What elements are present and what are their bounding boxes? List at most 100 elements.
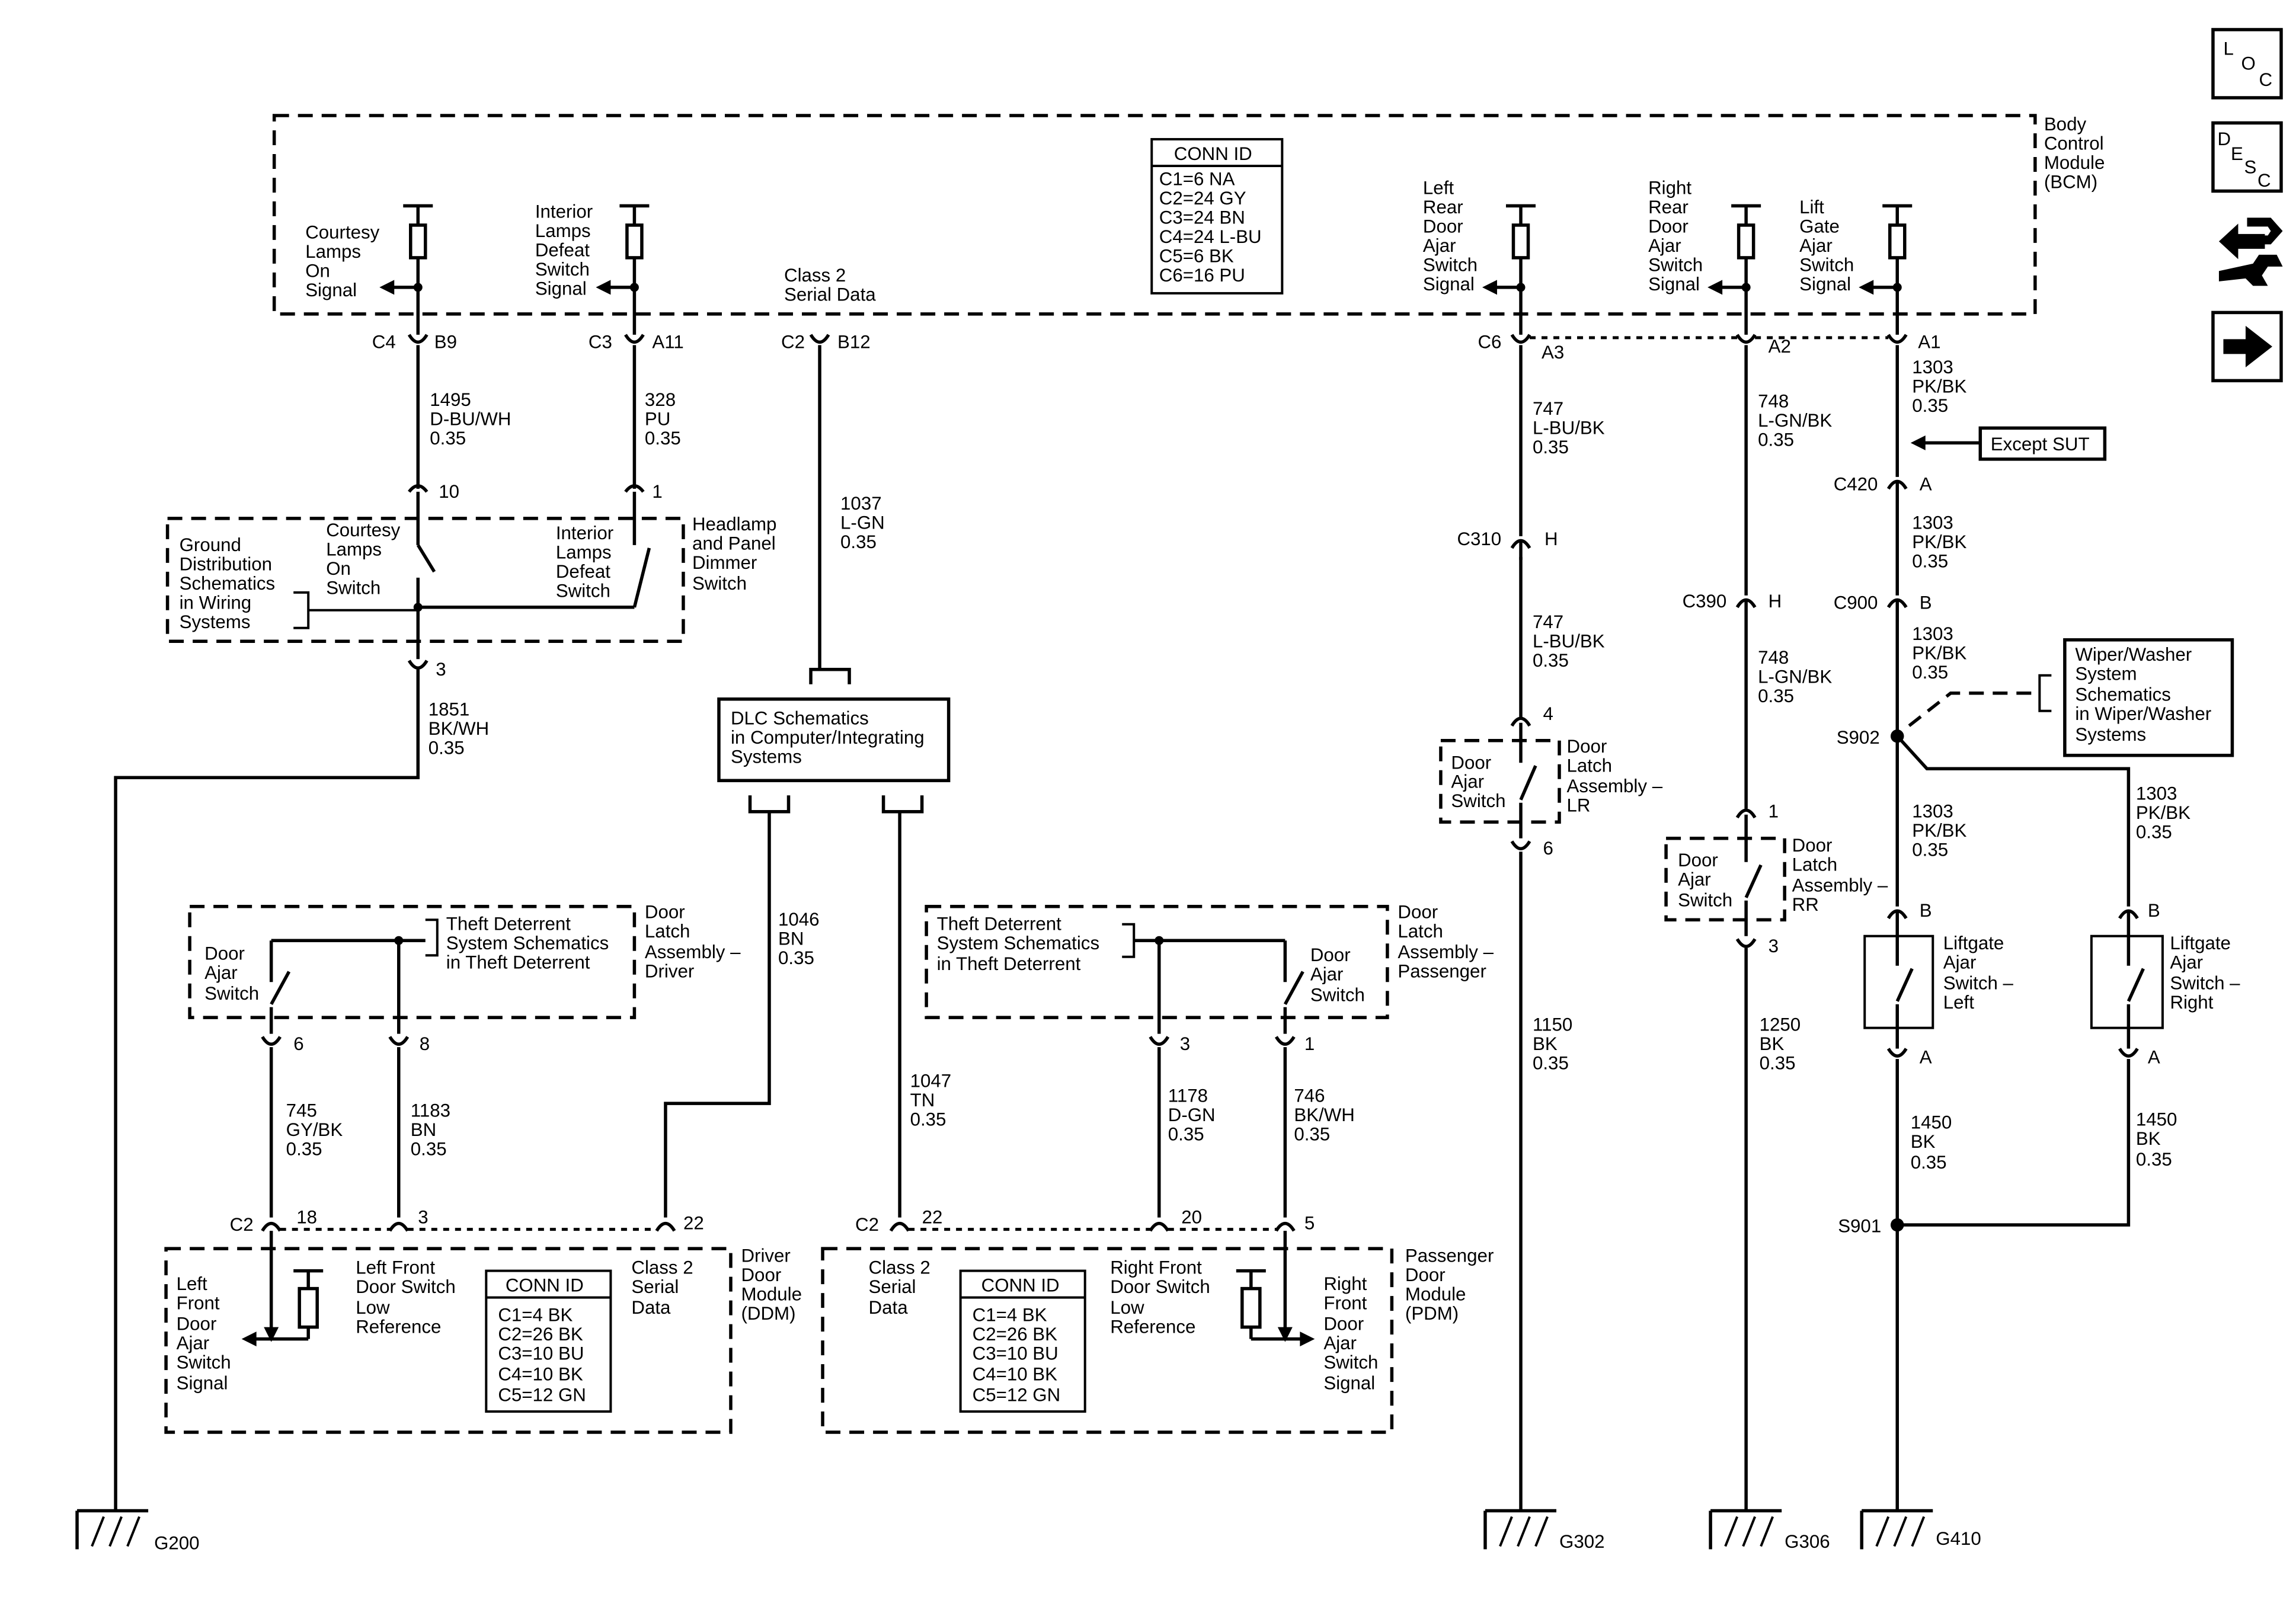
svg-text:C3=10 BU: C3=10 BU bbox=[973, 1343, 1059, 1364]
interior-defeat-signal-circuit: Interior Lamps Defeat Switch Signal bbox=[535, 201, 650, 335]
svg-text:C3=24 BN: C3=24 BN bbox=[1159, 207, 1245, 228]
description-button[interactable]: D E S C bbox=[2211, 121, 2283, 193]
wire-1495: 1495 D-BU/WH 0.35 bbox=[416, 345, 511, 489]
svg-text:Assembly –: Assembly – bbox=[1398, 942, 1494, 962]
svg-text:C390: C390 bbox=[1683, 591, 1727, 612]
svg-text:Schematics: Schematics bbox=[180, 573, 276, 594]
svg-text:Distribution: Distribution bbox=[180, 553, 272, 574]
wire-745: 745 GY/BK 0.35 bbox=[269, 1047, 343, 1218]
svg-text:G306: G306 bbox=[1785, 1531, 1830, 1552]
svg-text:1: 1 bbox=[1769, 801, 1779, 822]
svg-text:1450: 1450 bbox=[2136, 1109, 2177, 1130]
svg-text:Switch: Switch bbox=[1323, 1352, 1378, 1373]
svg-text:H: H bbox=[1544, 529, 1558, 549]
wire-1183: 1183 BN 0.35 bbox=[397, 1047, 450, 1218]
svg-text:0.35: 0.35 bbox=[645, 428, 681, 449]
svg-text:Left: Left bbox=[1943, 992, 1974, 1013]
svg-text:PK/BK: PK/BK bbox=[2136, 802, 2191, 823]
svg-text:Courtesy: Courtesy bbox=[326, 520, 400, 540]
svg-text:Right: Right bbox=[2170, 992, 2213, 1013]
svg-text:Gate: Gate bbox=[1799, 216, 1840, 236]
svg-text:1303: 1303 bbox=[1912, 357, 1953, 377]
svg-text:and Panel: and Panel bbox=[692, 533, 776, 553]
svg-text:On: On bbox=[305, 260, 330, 281]
svg-text:Liftgate: Liftgate bbox=[1943, 933, 2004, 953]
svg-text:C2=24 GY: C2=24 GY bbox=[1159, 188, 1246, 209]
svg-text:Door: Door bbox=[1405, 1265, 1446, 1285]
driver-door-module: C2 18 3 22 Driver Door Module (DDM) Left… bbox=[164, 1207, 802, 1434]
svg-text:0.35: 0.35 bbox=[428, 737, 465, 758]
svg-text:Signal: Signal bbox=[1423, 274, 1475, 295]
svg-text:Ajar: Ajar bbox=[177, 1333, 210, 1353]
svg-text:DLC Schematics: DLC Schematics bbox=[731, 708, 869, 728]
svg-text:L-GN/BK: L-GN/BK bbox=[1758, 666, 1832, 687]
door-latch-assembly-driver: Door Latch Assembly – Driver Door Ajar S… bbox=[188, 902, 741, 1054]
svg-text:Low: Low bbox=[356, 1297, 390, 1318]
svg-text:C2: C2 bbox=[781, 331, 805, 352]
svg-text:Low: Low bbox=[1110, 1297, 1144, 1318]
connector-tool-icon[interactable] bbox=[2218, 217, 2283, 286]
svg-text:S: S bbox=[2244, 156, 2256, 177]
svg-text:Ajar: Ajar bbox=[1678, 869, 1711, 890]
svg-text:Signal: Signal bbox=[1648, 274, 1700, 295]
svg-text:0.35: 0.35 bbox=[910, 1109, 946, 1130]
svg-text:L-BU/BK: L-BU/BK bbox=[1533, 417, 1605, 438]
svg-text:Left Front: Left Front bbox=[356, 1257, 435, 1278]
svg-text:4: 4 bbox=[1543, 703, 1553, 724]
svg-text:748: 748 bbox=[1758, 647, 1789, 668]
svg-text:System Schematics: System Schematics bbox=[446, 933, 609, 953]
svg-text:Courtesy: Courtesy bbox=[305, 222, 379, 242]
svg-text:Door Switch: Door Switch bbox=[1110, 1276, 1210, 1297]
svg-text:Door: Door bbox=[1567, 736, 1607, 757]
svg-text:Serial: Serial bbox=[631, 1276, 679, 1297]
location-button[interactable]: L O C bbox=[2211, 28, 2283, 100]
next-arrow-icon bbox=[2223, 325, 2272, 367]
svg-text:1250: 1250 bbox=[1760, 1014, 1801, 1035]
svg-text:3: 3 bbox=[1769, 936, 1779, 956]
svg-text:Lamps: Lamps bbox=[556, 542, 612, 562]
body-control-module: Body Control Module (BCM) CONN ID C1=6 N… bbox=[272, 114, 2105, 363]
svg-text:Front: Front bbox=[1323, 1293, 1367, 1314]
svg-text:B12: B12 bbox=[837, 331, 871, 352]
svg-text:in Theft Deterrent: in Theft Deterrent bbox=[937, 953, 1081, 974]
svg-text:Switch –: Switch – bbox=[1943, 973, 2014, 994]
ground-g410: G410 bbox=[1860, 1509, 1981, 1550]
svg-text:10: 10 bbox=[439, 481, 459, 502]
svg-text:Switch: Switch bbox=[1648, 254, 1703, 275]
svg-text:BN: BN bbox=[778, 929, 804, 949]
svg-text:O: O bbox=[2241, 53, 2255, 73]
svg-text:D: D bbox=[2217, 129, 2231, 149]
svg-text:Left: Left bbox=[1423, 177, 1454, 198]
svg-text:1047: 1047 bbox=[910, 1071, 952, 1092]
svg-text:6: 6 bbox=[293, 1033, 303, 1054]
svg-text:748: 748 bbox=[1758, 391, 1789, 411]
svg-text:Class 2: Class 2 bbox=[631, 1257, 693, 1278]
svg-text:C900: C900 bbox=[1834, 592, 1878, 613]
svg-text:Switch: Switch bbox=[1678, 890, 1732, 911]
svg-text:L-GN: L-GN bbox=[840, 512, 885, 533]
bcm-pin-connectors: C4 B9 C3 A11 C2 B12 C6 A3 A2 A1 bbox=[372, 331, 1941, 362]
svg-text:0.35: 0.35 bbox=[1758, 429, 1794, 450]
svg-text:0.35: 0.35 bbox=[1912, 550, 1948, 571]
svg-text:A: A bbox=[1920, 473, 1932, 494]
next-page-button[interactable] bbox=[2211, 311, 2283, 383]
svg-text:Switch: Switch bbox=[535, 259, 590, 280]
svg-text:3: 3 bbox=[1180, 1033, 1190, 1054]
svg-text:0.35: 0.35 bbox=[411, 1139, 447, 1160]
svg-text:C2=26 BK: C2=26 BK bbox=[498, 1324, 583, 1345]
svg-text:Assembly –: Assembly – bbox=[645, 942, 741, 962]
svg-text:Right: Right bbox=[1648, 177, 1691, 198]
svg-text:0.35: 0.35 bbox=[1533, 650, 1569, 671]
svg-text:A2: A2 bbox=[1769, 336, 1791, 357]
svg-text:1303: 1303 bbox=[2136, 783, 2177, 804]
svg-text:in Theft Deterrent: in Theft Deterrent bbox=[446, 952, 590, 973]
svg-text:BN: BN bbox=[411, 1119, 436, 1140]
svg-text:0.35: 0.35 bbox=[1294, 1124, 1330, 1145]
svg-text:Interior: Interior bbox=[556, 523, 613, 543]
svg-text:Assembly –: Assembly – bbox=[1567, 776, 1663, 796]
svg-text:Switch: Switch bbox=[1423, 254, 1478, 275]
svg-text:Data: Data bbox=[631, 1297, 671, 1318]
svg-text:0.35: 0.35 bbox=[430, 428, 466, 449]
svg-text:C4=10 BK: C4=10 BK bbox=[498, 1364, 583, 1385]
liftgate-circuit: 1303 PK/BK 0.35 Except SUT C420 A 1303 P… bbox=[1834, 345, 2240, 1511]
